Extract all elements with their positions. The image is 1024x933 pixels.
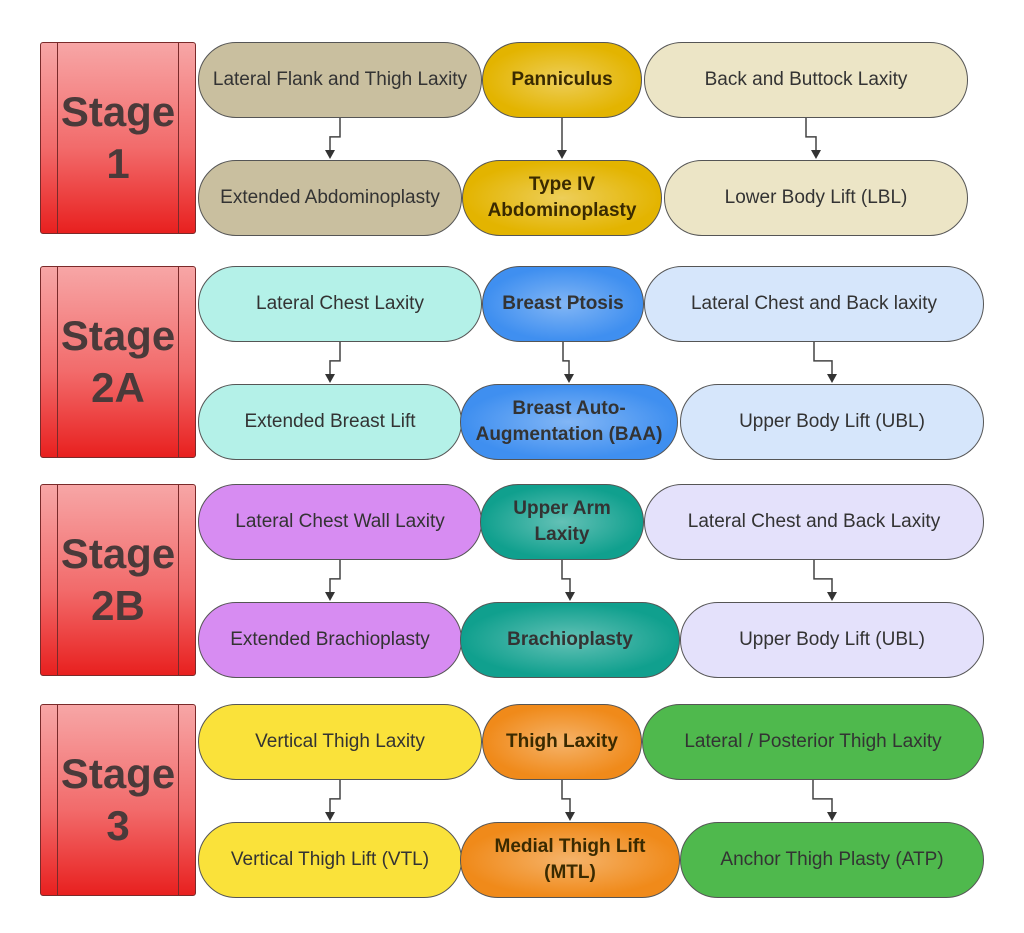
stage-2b-right-top-text: Lateral Chest and Back Laxity [687,511,941,532]
stage-2b-right-bottom-text: Upper Body Lift (UBL) [739,629,925,650]
stage-2b-left-bottom-text: Extended Brachioplasty [230,629,430,650]
stage-3-left-top-node: Vertical Thigh Laxity [198,704,482,780]
stage-1-right-top-text: Back and Buttock Laxity [704,69,908,90]
stage-2a-right-bottom-node: Upper Body Lift (UBL) [680,384,984,460]
stage-2a-left-bottom-node: Extended Breast Lift [198,384,462,460]
stage-2b-left-top-node: Lateral Chest Wall Laxity [198,484,482,560]
stage-2a-left-arrow [325,342,341,383]
stage-3-center-bottom-text: Medial Thigh Lift (MTL) [494,836,646,883]
stage-2a-left-top-text: Lateral Chest Laxity [256,293,424,314]
stage-1-center-arrow [557,118,567,159]
stage-3-box: Stage 3 [40,704,196,896]
stage-2b-center-arrow [561,560,575,601]
stage-1-right-bottom-text: Lower Body Lift (LBL) [724,187,908,208]
stage-2a-center-top-text: Breast Ptosis [502,293,624,314]
stage-2a-center-bottom-text: Breast Auto-Augmentation (BAA) [475,398,663,445]
stage-2a-right-top-node: Lateral Chest and Back laxity [644,266,984,342]
stage-1-right-top-node: Back and Buttock Laxity [644,42,968,118]
stage-3-right-top-text: Lateral / Posterior Thigh Laxity [684,731,942,752]
stage-2b-center-top-text: Upper Arm Laxity [513,498,611,545]
stage-3-right-arrow [812,780,837,821]
stage-2a-left-bottom-text: Extended Breast Lift [244,411,416,432]
stage-1-right-bottom-node: Lower Body Lift (LBL) [664,160,968,236]
stage-3-label: Stage 3 [60,750,176,849]
stage-2a-center-bottom-node: Breast Auto-Augmentation (BAA) [460,384,678,460]
stage-2a-left-top-node: Lateral Chest Laxity [198,266,482,342]
stage-2a-box: Stage 2A [40,266,196,458]
stage-1-left-bottom-text: Extended Abdominoplasty [220,187,440,208]
stage-2b-center-bottom-text: Brachioplasty [507,629,633,650]
stage-1-label: Stage 1 [60,88,176,187]
stage-3-right-top-node: Lateral / Posterior Thigh Laxity [642,704,984,780]
stage-1-center-bottom-node: Type IV Abdominoplasty [462,160,662,236]
stage-3-center-top-node: Thigh Laxity [482,704,642,780]
stage-3-left-top-text: Vertical Thigh Laxity [255,731,425,752]
stage-3-right-bottom-node: Anchor Thigh Plasty (ATP) [680,822,984,898]
stage-2b-label: Stage 2B [60,530,176,629]
stage-3-left-bottom-text: Vertical Thigh Lift (VTL) [230,849,430,870]
stage-2b-center-bottom-node: Brachioplasty [460,602,680,678]
stage-2b-left-top-text: Lateral Chest Wall Laxity [235,511,445,532]
stage-3-center-top-text: Thigh Laxity [506,731,618,752]
stage-1-center-bottom-text: Type IV Abdominoplasty [487,174,637,221]
stage-1-left-arrow [325,118,341,159]
stage-2a-label: Stage 2A [60,312,176,411]
stage-2b-center-top-node: Upper Arm Laxity [480,484,644,560]
stage-1-center-top-node: Panniculus [482,42,642,118]
stage-2b-right-bottom-node: Upper Body Lift (UBL) [680,602,984,678]
stage-3-right-bottom-text: Anchor Thigh Plasty (ATP) [720,849,944,870]
stage-2b-left-arrow [325,560,341,601]
stage-1-box: Stage 1 [40,42,196,234]
stage-2b-left-bottom-node: Extended Brachioplasty [198,602,462,678]
stage-2b-box: Stage 2B [40,484,196,676]
stage-2a-center-top-node: Breast Ptosis [482,266,644,342]
stage-1-left-top-node: Lateral Flank and Thigh Laxity [198,42,482,118]
stage-2a-right-bottom-text: Upper Body Lift (UBL) [739,411,925,432]
stage-2a-right-top-text: Lateral Chest and Back laxity [690,293,938,314]
stage-3-left-bottom-node: Vertical Thigh Lift (VTL) [198,822,462,898]
stage-1-left-bottom-node: Extended Abdominoplasty [198,160,462,236]
stage-3-center-bottom-node: Medial Thigh Lift (MTL) [460,822,680,898]
stage-2b-right-arrow [813,560,837,601]
stage-2b-right-top-node: Lateral Chest and Back Laxity [644,484,984,560]
stage-2a-right-arrow [813,342,837,383]
stage-1-center-top-text: Panniculus [511,69,613,90]
stage-2a-center-arrow [562,342,574,383]
stage-1-left-top-text: Lateral Flank and Thigh Laxity [212,69,468,90]
stage-3-center-arrow [561,780,575,821]
stage-3-left-arrow [325,780,341,821]
stage-1-right-arrow [805,118,821,159]
